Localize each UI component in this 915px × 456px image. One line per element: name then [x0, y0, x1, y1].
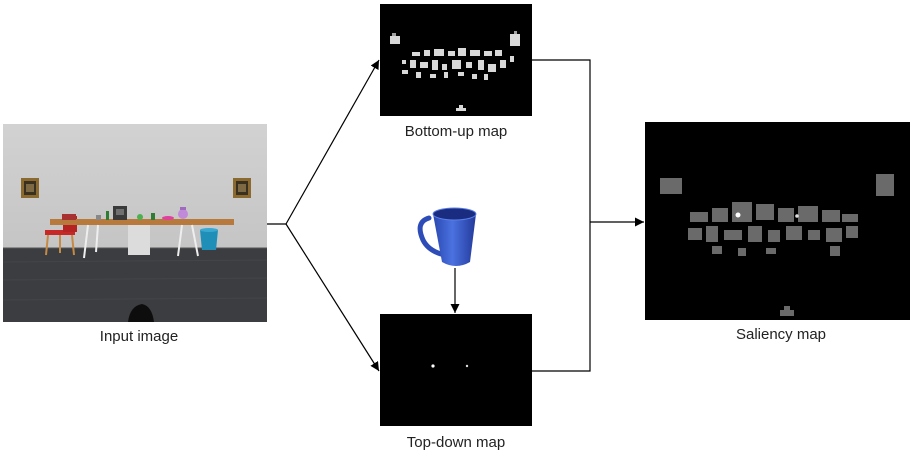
wastebasket	[200, 228, 218, 250]
top-down-map	[380, 314, 532, 426]
table	[50, 219, 234, 259]
saliency-map	[645, 122, 910, 320]
picture-frame-right	[233, 178, 251, 198]
bottom-up-map-caption: Bottom-up map	[404, 123, 508, 140]
foreground-shadow	[128, 304, 154, 322]
bottom-up-map	[380, 4, 532, 116]
saliency-map-caption: Saliency map	[735, 326, 827, 343]
arrow-to-top-down	[285, 223, 380, 372]
input-image	[2, 124, 268, 322]
arrow-to-bottom-up	[285, 59, 380, 225]
picture-frame-left	[21, 178, 39, 198]
input-image-caption: Input image	[99, 328, 179, 345]
bottom-up-connector	[532, 59, 591, 222]
mug-icon	[417, 207, 477, 266]
top-down-connector	[532, 222, 591, 372]
top-down-map-caption: Top-down map	[406, 434, 506, 451]
connectors	[267, 59, 644, 372]
table-objects	[62, 206, 188, 220]
